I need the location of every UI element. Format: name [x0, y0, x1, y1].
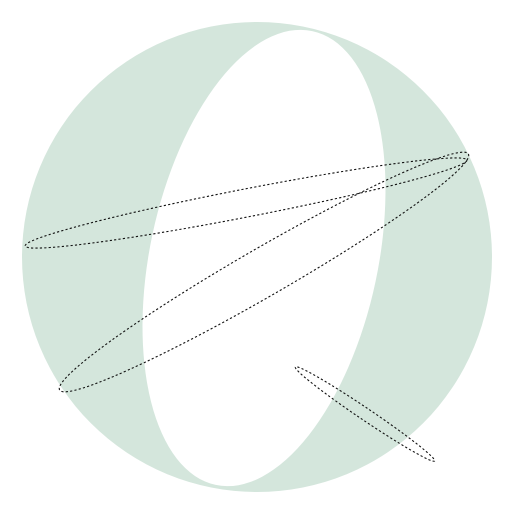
dotted-contour-diagonal	[58, 151, 470, 393]
q-counter	[142, 29, 386, 487]
dotted-contour-tail	[294, 366, 436, 462]
